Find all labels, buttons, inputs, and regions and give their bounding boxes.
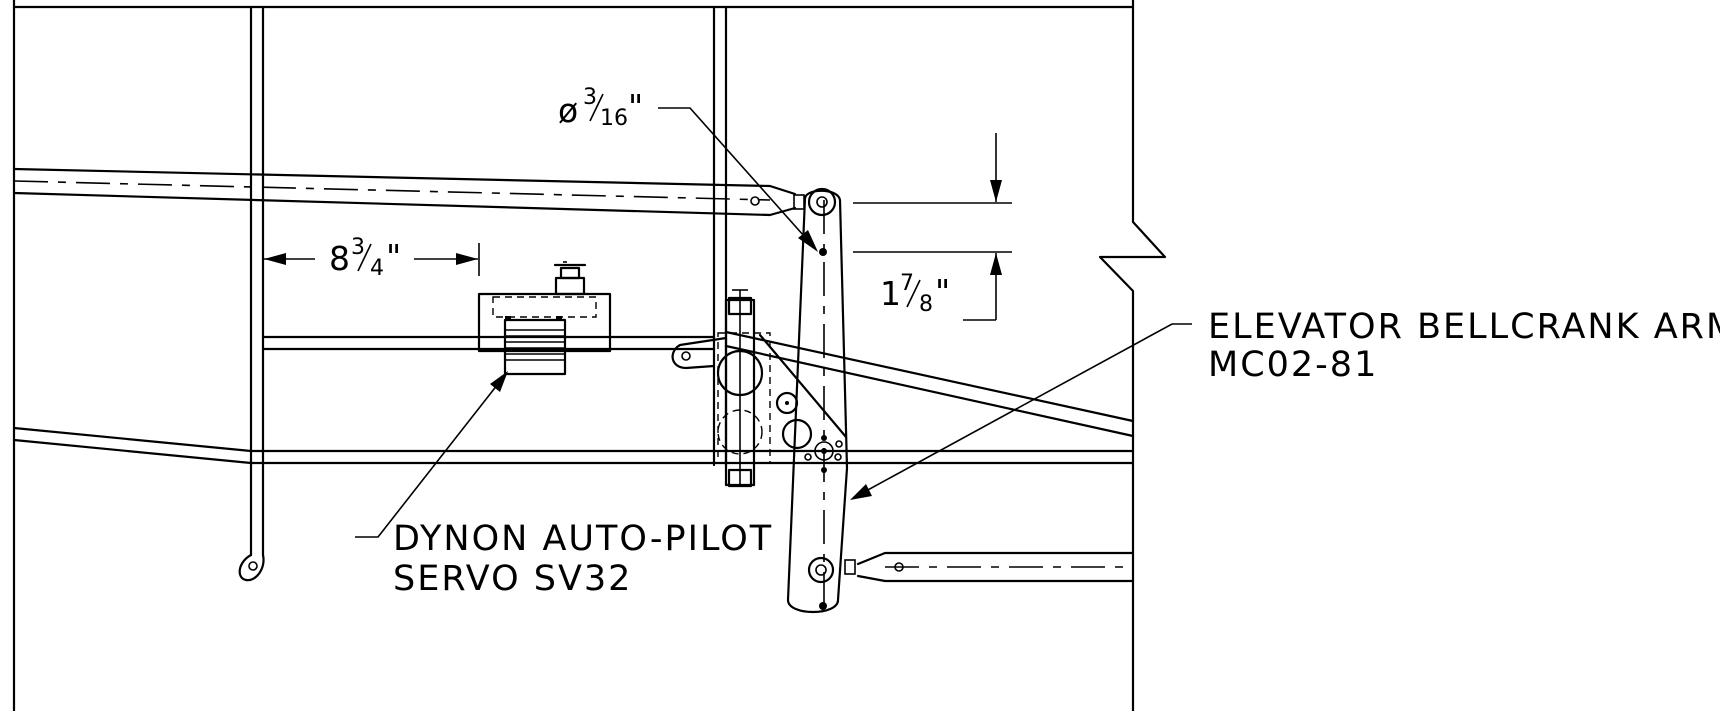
upper-push-rod [12, 167, 805, 217]
dim-offset-num: 7 [900, 271, 914, 296]
servo-label-line1: DYNON AUTO-PILOT [393, 519, 773, 559]
dim-width-num: 3 [351, 235, 365, 260]
vertical-tube-left [238, 5, 265, 582]
bellcrank-label-line2: MC02-81 [1208, 345, 1378, 385]
dim-width-den: 4 [370, 256, 384, 281]
diagonal-tube [724, 330, 1135, 438]
dim-width-unit: " [386, 237, 401, 276]
diameter-unit: " [628, 87, 643, 126]
autopilot-servo [477, 261, 612, 376]
bellcrank-label-line1: ELEVATOR BELLCRANK ARM [1208, 307, 1720, 347]
diameter-callout: ø 3 16 " [558, 85, 818, 252]
bellcrank-mount [671, 289, 848, 488]
servo-gear-lines [505, 329, 565, 361]
bellcrank-callout: ELEVATOR BELLCRANK ARM MC02-81 [850, 307, 1720, 500]
lower-longeron [12, 426, 1135, 465]
diameter-num: 3 [583, 85, 597, 110]
bellcrank-arm [786, 187, 849, 614]
servo-callout: DYNON AUTO-PILOT SERVO SV32 [355, 371, 773, 599]
dimension-offset: 1 7 8 " [853, 133, 1012, 321]
horizontal-tube-middle [261, 335, 716, 351]
dim-offset-den: 8 [919, 292, 933, 317]
lower-push-rod [844, 551, 1135, 583]
dim-offset-unit: " [935, 272, 950, 311]
diameter-den: 16 [600, 106, 628, 131]
servo-label-line2: SERVO SV32 [393, 559, 632, 599]
diameter-symbol: ø [558, 91, 578, 130]
dim-offset-whole: 1 [880, 274, 901, 313]
dim-width-whole: 8 [329, 239, 350, 278]
frame [12, 0, 1167, 711]
vertical-tube-center [712, 5, 728, 467]
dimension-width: 8 3 4 " [264, 235, 480, 281]
